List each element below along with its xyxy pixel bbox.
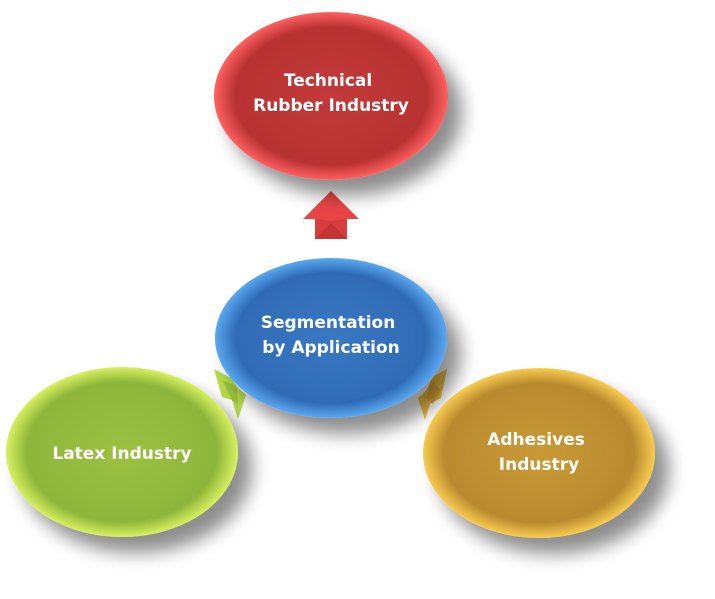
node-adhesives[interactable] xyxy=(423,368,655,538)
arrow-up-icon xyxy=(303,191,359,239)
node-label-latex: Latex Industry xyxy=(52,444,191,464)
arrow-down-left-icon xyxy=(214,369,246,419)
node-label-technical-rubber: Technical Rubber Industry xyxy=(253,71,409,116)
center-node-label: Segmentation by Application xyxy=(261,313,402,358)
node-latex[interactable] xyxy=(6,367,238,537)
arrow-down-right-icon xyxy=(418,369,447,420)
center-node[interactable] xyxy=(215,258,447,418)
node-label-adhesives: Adhesives Industry xyxy=(487,430,591,475)
node-technical-rubber[interactable] xyxy=(214,12,448,180)
